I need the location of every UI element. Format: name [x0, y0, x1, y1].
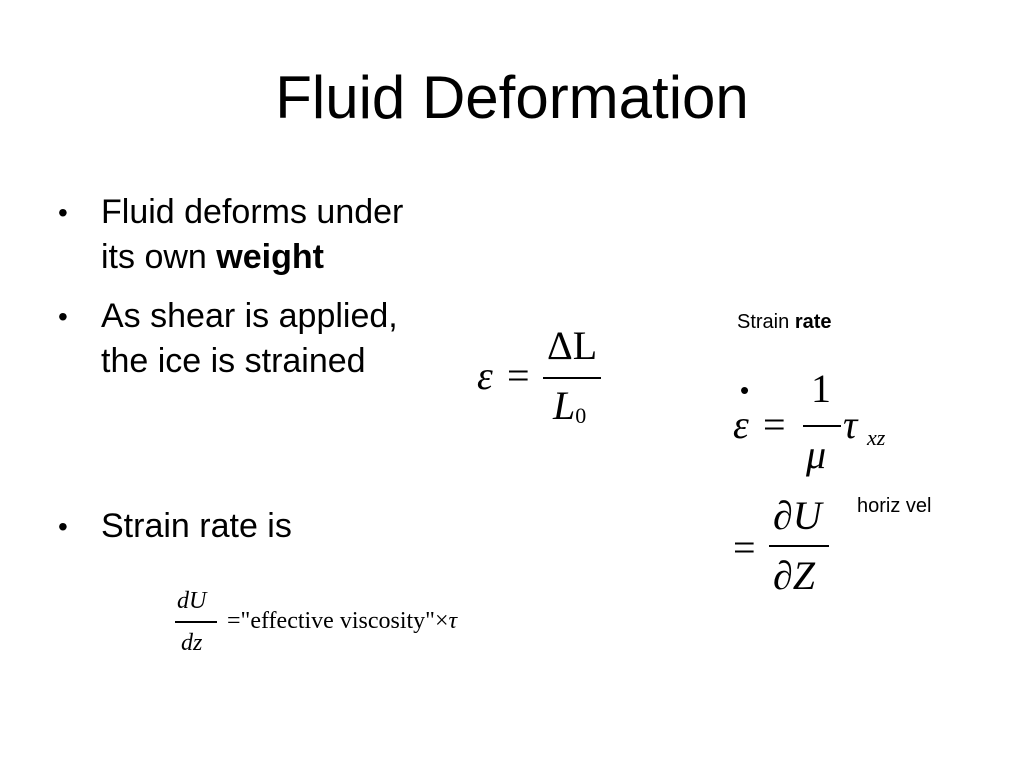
fraction-denominator: μ: [806, 432, 827, 477]
bullet-dot: •: [58, 197, 68, 228]
bullet-line: Strain rate is: [101, 507, 292, 545]
bullet-line: its own weight: [101, 235, 481, 280]
fraction-denominator: dz: [181, 630, 203, 656]
bullet-line: Fluid deforms under: [101, 193, 404, 231]
strain-rate-label: Strain rate: [737, 311, 832, 334]
bullet-dot-small: •: [740, 375, 750, 405]
fraction-bar: [175, 621, 217, 623]
fraction-denominator: L0: [553, 382, 586, 429]
tau-symbol: τ: [448, 608, 458, 634]
bullet-text-bold: weight: [216, 238, 324, 276]
fraction-bar: [543, 377, 601, 379]
equals-sign: =: [733, 525, 756, 570]
strain-rate-label-bold: rate: [794, 311, 832, 333]
fraction-numerator: dU: [177, 588, 207, 614]
bullet-line: As shear is applied,: [101, 297, 398, 335]
fraction-numerator: ΔL: [547, 322, 597, 369]
effective-viscosity-text: ="effective viscosity"×: [227, 608, 449, 634]
bullet-text-plain: its own: [101, 238, 217, 276]
tau-symbol: τ: [843, 402, 858, 447]
equals-sign: =: [507, 353, 530, 398]
flow-law-rhs: ="effective viscosity"×τ: [227, 608, 457, 635]
strain-rate-label-plain: Strain: [737, 311, 795, 333]
slide-title: Fluid Deformation: [275, 64, 749, 131]
fraction-bar: [803, 425, 841, 427]
bullet-text: Fluid deforms under its own weight: [101, 190, 481, 280]
epsilon-symbol: ε: [733, 402, 749, 447]
epsilon-symbol: ε: [477, 353, 493, 398]
fraction-bar: [769, 545, 829, 547]
fraction-denominator: ∂Z: [773, 553, 816, 598]
horiz-vel-label: horiz vel: [857, 495, 932, 517]
l-symbol: L: [553, 383, 576, 428]
bullet-line: the ice is strained: [101, 342, 366, 380]
bullet-dot: •: [58, 511, 68, 542]
subscript-zero: 0: [575, 403, 587, 428]
bullet-text: As shear is applied, the ice is strained: [101, 294, 481, 384]
flow-law-equation: dU dz ="effective viscosity"×τ: [175, 588, 535, 663]
bullet-text: Strain rate is: [101, 504, 481, 549]
strain-rate-equation: ε = 1 μ τ xz: [733, 365, 913, 485]
bullet-dot: •: [58, 301, 68, 332]
strain-equation: ε = ΔL L0: [477, 322, 612, 442]
delta-l: ΔL: [547, 323, 598, 368]
fraction-numerator: ∂U: [773, 493, 822, 538]
tau-subscript: xz: [867, 425, 886, 450]
velocity-gradient-equation: = ∂U ∂Z: [733, 492, 843, 602]
fraction-numerator: 1: [811, 366, 831, 411]
equals-sign: =: [763, 402, 786, 447]
